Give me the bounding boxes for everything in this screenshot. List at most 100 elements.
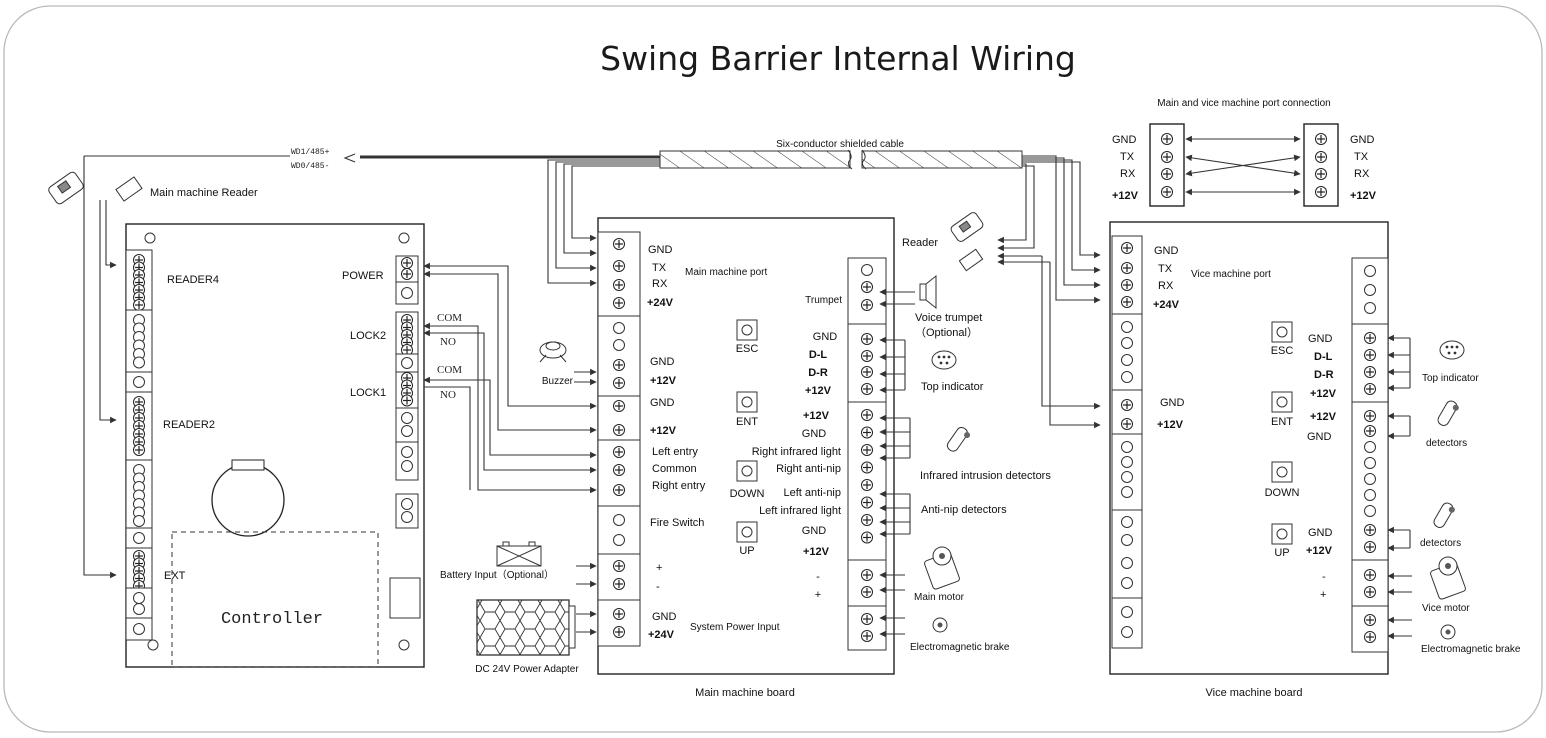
main-down-button[interactable]: DOWN xyxy=(730,460,765,500)
pc-left-pin-0: GND xyxy=(1112,134,1137,146)
controller-terminal-block xyxy=(125,587,153,619)
controller-terminal-block xyxy=(395,311,419,356)
vice-port-pin-3: +24V xyxy=(1153,299,1180,311)
controller-terminal-block xyxy=(395,371,419,409)
pc-right-pin-2: RX xyxy=(1354,168,1370,180)
power-adapter-label: DC 24V Power Adapter xyxy=(475,664,579,675)
infrared-detector-icon xyxy=(946,426,971,452)
controller-terminal-block xyxy=(125,547,153,592)
svg-text:DOWN: DOWN xyxy=(1265,487,1300,499)
controller-terminal-block xyxy=(125,617,153,641)
vice-left-terminal-block xyxy=(1111,389,1143,435)
port-connection-title: Main and vice machine port connection xyxy=(1157,98,1330,109)
vice-down-button[interactable]: DOWN xyxy=(1265,461,1300,499)
main-brake-label: Electromagnetic brake xyxy=(910,642,1010,653)
main-motor-label: Main motor xyxy=(914,592,965,603)
pc-left-pin-1: TX xyxy=(1120,151,1135,163)
vice-indicator-pin-0: GND xyxy=(1308,333,1333,345)
vice-right-terminal-block xyxy=(1351,559,1389,607)
main-indicator-pin-3: +12V xyxy=(805,385,832,397)
diagram-title: Swing Barrier Internal Wiring xyxy=(600,39,1076,78)
pc-right-pin-0: GND xyxy=(1350,134,1375,146)
vice-detectors-label-1: detectors xyxy=(1426,438,1467,449)
entry-pin-1: Common xyxy=(652,463,697,475)
vice-left-terminal-block xyxy=(1111,235,1143,315)
lock-pin-1: +12V xyxy=(650,425,677,437)
fire-switch-label: Fire Switch xyxy=(650,517,704,529)
vice-port-pin-1: TX xyxy=(1158,263,1173,275)
vice-indicator-pin-2: D-R xyxy=(1314,369,1334,381)
voice-trumpet-icon xyxy=(919,274,937,310)
coin-battery-icon xyxy=(211,459,285,537)
vice-motor-label: Vice motor xyxy=(1422,603,1470,614)
vice-esc-button[interactable]: ESC xyxy=(1271,321,1294,357)
main-esc-button[interactable]: ESC xyxy=(736,319,759,355)
vice-detector-pin-0: +12V xyxy=(1310,411,1337,423)
trumpet-label: Trumpet xyxy=(805,295,842,306)
vice-motor-pin-plus: + xyxy=(1320,589,1326,601)
main-left-terminal-block xyxy=(597,231,641,317)
no-label-1: NO xyxy=(440,389,456,401)
vice-right-terminal-block xyxy=(1351,401,1389,561)
reader2-label: READER2 xyxy=(163,419,215,431)
main-left-terminal-block xyxy=(597,599,641,647)
svg-text:ESC: ESC xyxy=(736,343,759,355)
battery-icon xyxy=(496,541,542,567)
main-right-terminal-block xyxy=(847,401,887,561)
main-board-caption: Main machine board xyxy=(695,687,795,699)
svg-text:ENT: ENT xyxy=(1271,416,1293,428)
main-port-pin-3: +24V xyxy=(647,297,674,309)
svg-text:UP: UP xyxy=(1274,547,1289,559)
main-left-terminal-block xyxy=(597,553,641,601)
main-indicator-pin-2: D-R xyxy=(808,367,828,379)
no-label-2: NO xyxy=(440,336,456,348)
shielded-cable xyxy=(659,149,1023,170)
infrared-detectors-label: Infrared intrusion detectors xyxy=(920,470,1051,482)
card-reader-icon xyxy=(48,171,84,205)
pc-right-pin-3: +12V xyxy=(1350,190,1377,202)
ext-label: EXT xyxy=(164,570,186,582)
buzzer-pin-0: GND xyxy=(650,356,675,368)
main-port-pin-2: RX xyxy=(652,278,668,290)
vice-top-indicator-icon xyxy=(1439,340,1465,360)
reader-icon xyxy=(950,212,984,242)
vice-up-button[interactable]: UP xyxy=(1271,523,1293,559)
lock2-label: LOCK2 xyxy=(350,330,386,342)
main-left-terminal-block xyxy=(597,315,641,397)
pc-left-pin-3: +12V xyxy=(1112,190,1139,202)
controller-terminal-block xyxy=(395,353,419,373)
power-adapter-icon xyxy=(476,599,576,656)
entry-pin-0: Left entry xyxy=(652,446,698,458)
buzzer-icon xyxy=(539,341,567,363)
vice-reader-pin-0: GND xyxy=(1160,397,1185,409)
vice-ent-button[interactable]: ENT xyxy=(1271,391,1293,428)
sensor-label-0: +12V xyxy=(803,410,830,422)
vice-detector-pin-1: GND xyxy=(1307,431,1332,443)
main-machine-board xyxy=(597,217,895,675)
sensor-label-7: +12V xyxy=(803,546,830,558)
port-connection-screws xyxy=(1161,133,1327,198)
sensor-label-3: Right anti-nip xyxy=(776,463,841,475)
vice-left-terminals xyxy=(1111,235,1143,649)
controller-terminal-block xyxy=(125,371,153,393)
battery-label: Battery Input（Optional） xyxy=(440,569,554,581)
main-left-terminal-block xyxy=(597,505,641,555)
voice-trumpet-optional: （Optional） xyxy=(915,326,978,339)
vice-detector-pin-2: GND xyxy=(1308,527,1333,539)
controller-terminal-block xyxy=(125,309,153,373)
main-brake-icon xyxy=(932,617,948,633)
main-ent-button[interactable]: ENT xyxy=(736,391,758,428)
svg-text:ESC: ESC xyxy=(1271,345,1294,357)
vice-brake-label: Electromagnetic brake xyxy=(1421,644,1521,655)
controller-name: Controller xyxy=(221,610,323,629)
vice-top-indicator-label: Top indicator xyxy=(1422,373,1479,384)
vice-detectors-label-2: detectors xyxy=(1420,538,1461,549)
pc-right-pin-1: TX xyxy=(1354,151,1369,163)
vice-port-pin-2: RX xyxy=(1158,280,1174,292)
vice-machine-board xyxy=(1109,221,1389,675)
main-up-button[interactable]: UP xyxy=(736,521,758,557)
controller-terminal-block xyxy=(395,255,419,283)
com-label-1: COM xyxy=(437,364,462,376)
controller-module-outline xyxy=(171,531,379,668)
